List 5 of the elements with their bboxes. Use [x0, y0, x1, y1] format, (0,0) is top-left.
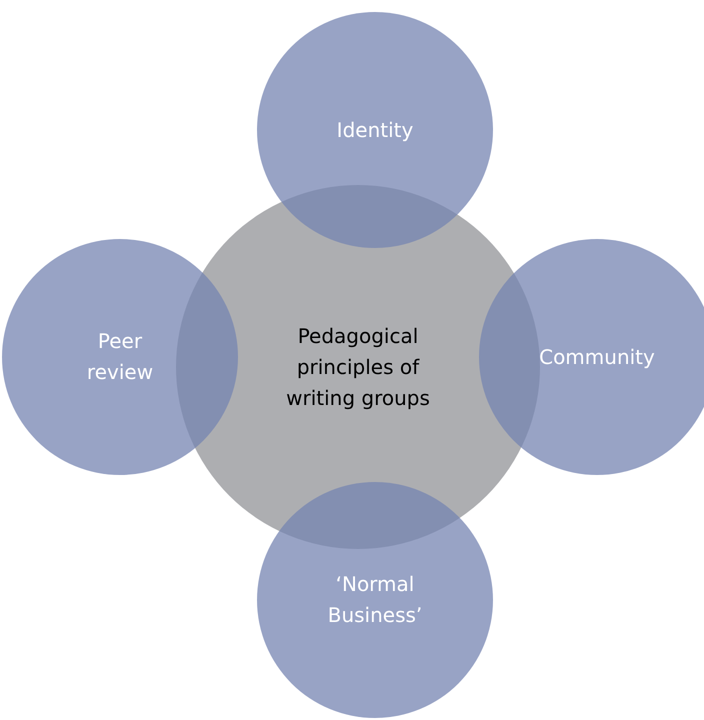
circle-label: ‘Normal Business’: [326, 571, 424, 629]
circle-label: Pedagogical principles of writing groups: [285, 322, 431, 412]
circle-label: Peer review: [86, 328, 154, 386]
circle-label: Community: [539, 344, 655, 370]
circle-label: Identity: [336, 116, 414, 144]
